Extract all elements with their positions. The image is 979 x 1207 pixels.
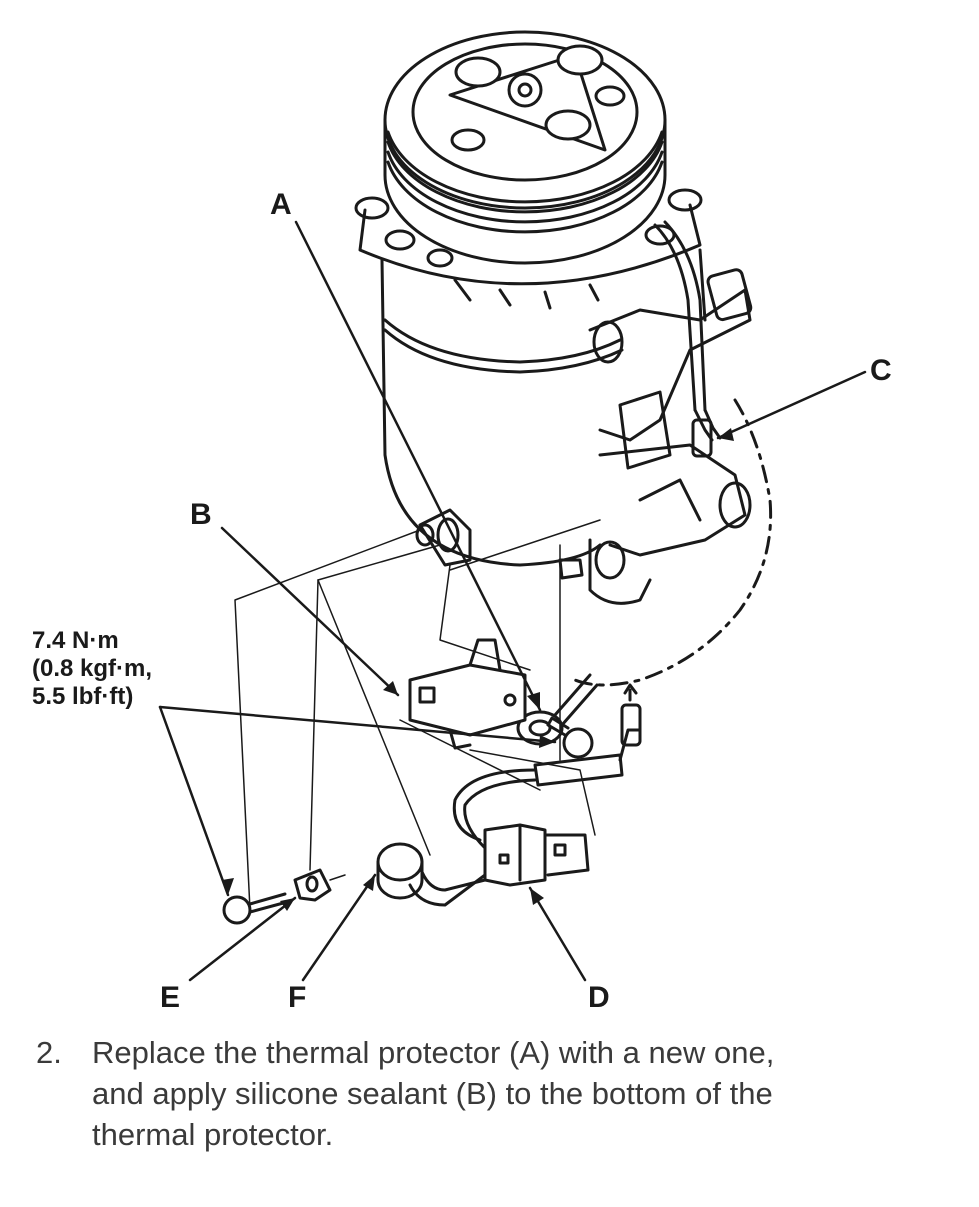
- callout-label-f: F: [288, 981, 307, 1014]
- callout-label-a: A: [270, 188, 292, 221]
- callout-label-d: D: [588, 981, 610, 1014]
- compressor-body: [380, 248, 753, 605]
- clip-e-and-bolt: [222, 868, 332, 925]
- arrowheads: [222, 428, 734, 911]
- compressor-pulley: [383, 30, 667, 265]
- thermal-protector-ring-terminal: [516, 673, 599, 746]
- instruction-line: and apply silicone sealant (B) to the bo…: [92, 1076, 773, 1111]
- callout-label-c: C: [870, 354, 892, 387]
- torque-spec-line: 7.4 N·m: [32, 627, 119, 654]
- compressor-wiring: [653, 220, 722, 458]
- instruction-line: Replace the thermal protector (A) with a…: [92, 1035, 775, 1070]
- torque-spec-line: (0.8 kgf·m,: [32, 655, 153, 682]
- thermal-protector-f: [376, 842, 487, 907]
- callout-label-e: E: [160, 981, 181, 1014]
- instruction-step: 2. Replace the thermal protector (A) wit…: [36, 1032, 956, 1155]
- mounting-bolt-right: [546, 716, 594, 759]
- assembly-guide-lines: [234, 519, 601, 911]
- instruction-line: thermal protector.: [92, 1117, 334, 1152]
- callout-label-b: B: [190, 498, 212, 531]
- torque-spec-line: 5.5 lbf·ft): [32, 683, 134, 710]
- leader-lines: [158, 220, 867, 982]
- compressor-front-housing: [354, 188, 703, 310]
- bracket-b: [408, 638, 527, 750]
- step-number: 2.: [36, 1035, 62, 1070]
- torque-spec: 7.4 N·m (0.8 kgf·m, 5.5 lbf·ft): [32, 627, 262, 711]
